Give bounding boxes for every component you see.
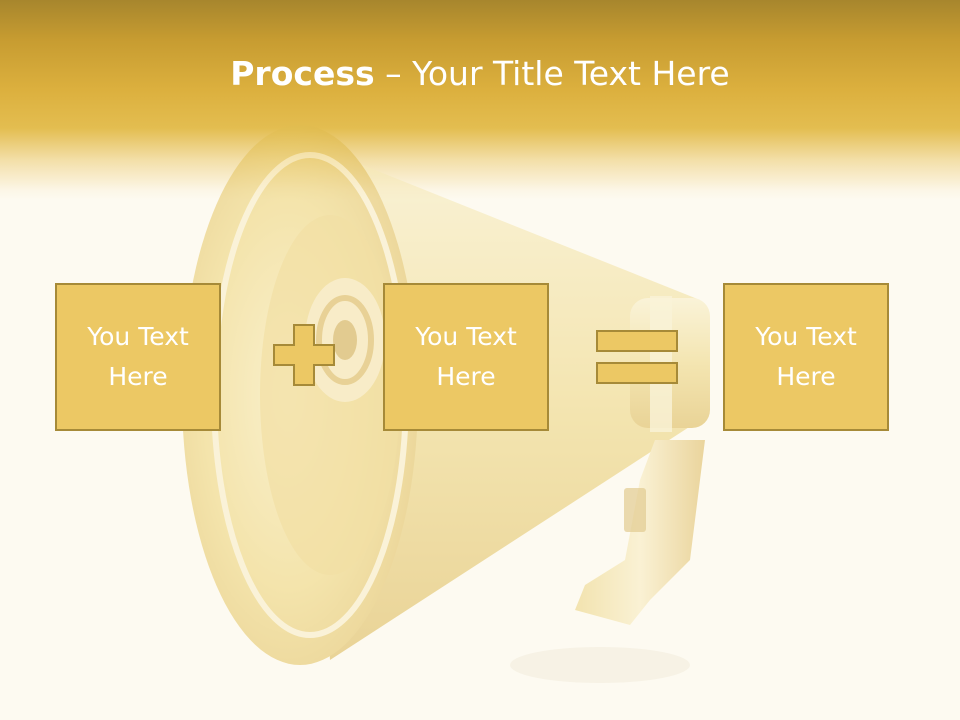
- plus-icon: [273, 324, 335, 386]
- process-box-3-text: You Text Here: [755, 322, 857, 391]
- process-box-2[interactable]: You Text Here: [383, 283, 549, 431]
- process-box-2-text: You Text Here: [415, 322, 517, 391]
- slide-title: Process – Your Title Text Here: [0, 50, 960, 98]
- title-bold-text: Process: [230, 54, 375, 93]
- header-band: [0, 0, 960, 200]
- title-rest-text: – Your Title Text Here: [374, 54, 730, 93]
- process-box-1[interactable]: You Text Here: [55, 283, 221, 431]
- process-box-1-text: You Text Here: [87, 322, 189, 391]
- process-box-3[interactable]: You Text Here: [723, 283, 889, 431]
- equals-icon: [596, 330, 678, 384]
